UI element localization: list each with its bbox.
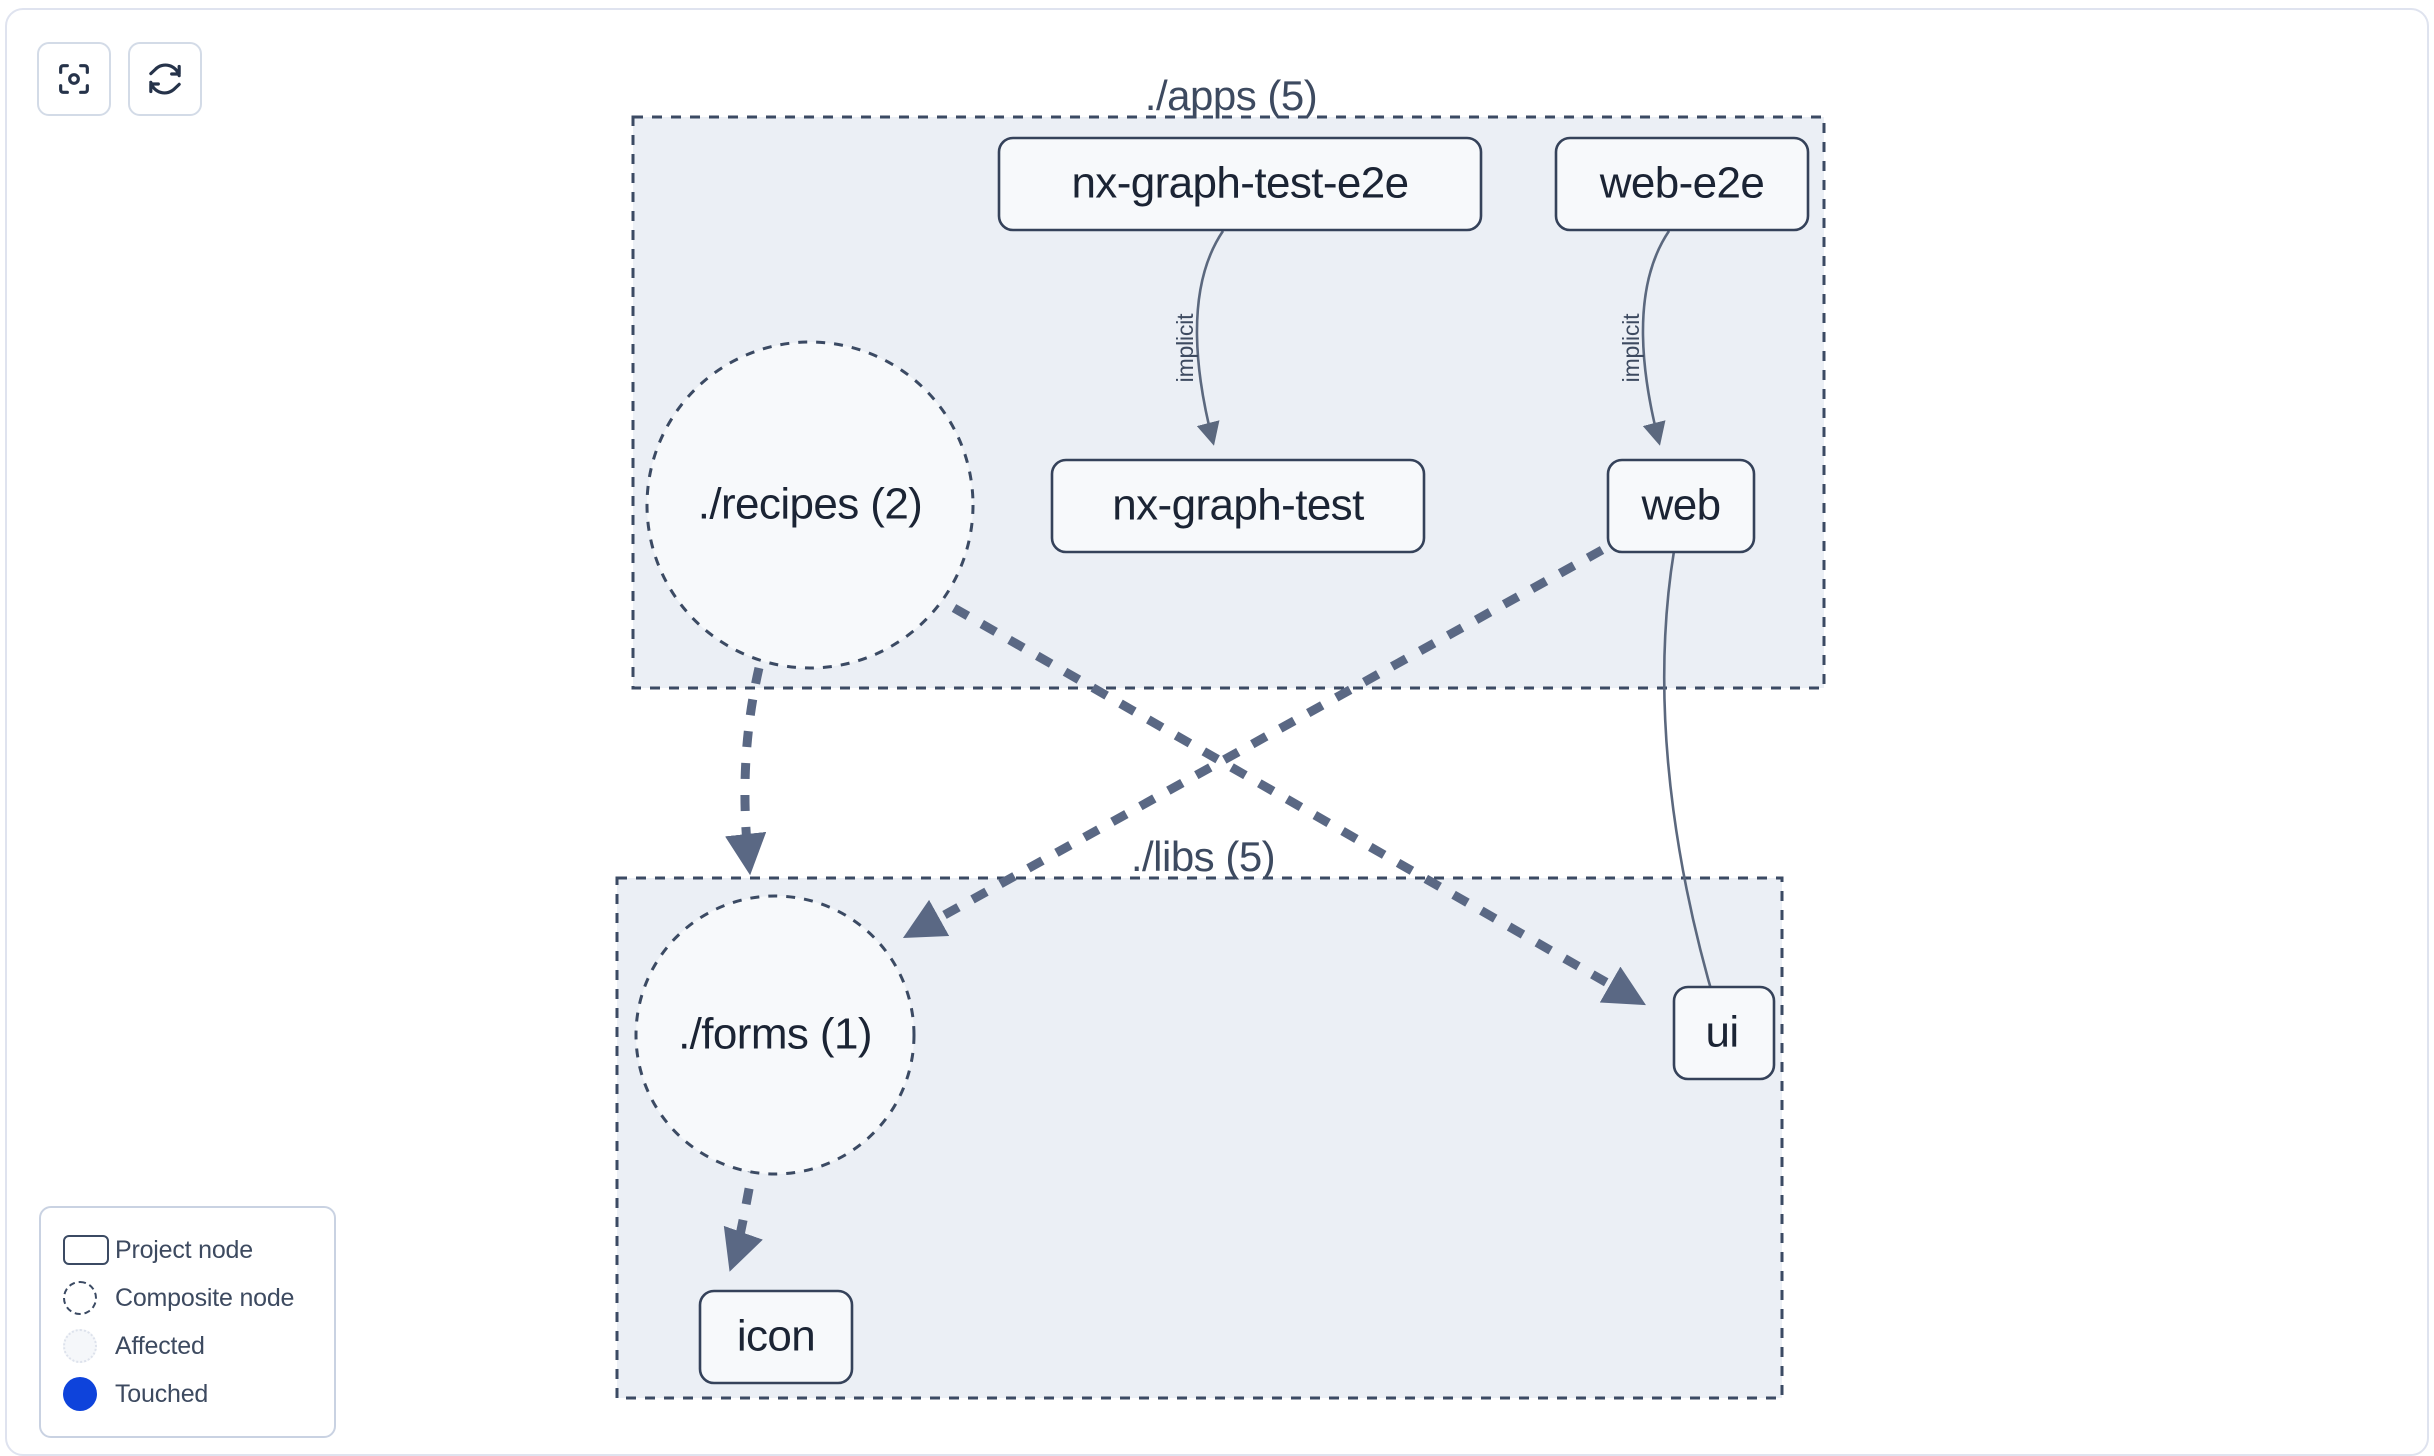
node-label: web-e2e	[1599, 159, 1765, 208]
group-libs-label: ./libs (5)	[1131, 833, 1275, 880]
refresh-icon	[145, 59, 185, 99]
refresh-graph-button[interactable]	[128, 42, 202, 116]
node-rect[interactable]	[1554, 136, 1810, 232]
edge-nx-graph-test-e2e-to-nx-graph-test[interactable]: implicit	[1172, 230, 1225, 446]
edge-path	[723, 1156, 763, 1272]
node-circle[interactable]	[645, 340, 975, 670]
legend-label: Affected	[115, 1331, 205, 1360]
node-label: ./recipes (2)	[698, 480, 923, 529]
viewfinder-icon	[54, 59, 94, 99]
legend-label: Project node	[115, 1235, 253, 1264]
node-rect[interactable]	[1606, 458, 1756, 554]
edge-path	[1662, 550, 1723, 1014]
node-rect[interactable]	[698, 1289, 854, 1385]
node-web[interactable]: web	[1606, 458, 1756, 554]
composite-node-swatch	[63, 1281, 115, 1315]
legend-item-composite-node: Composite node	[63, 1274, 314, 1322]
edge-path	[1195, 230, 1225, 446]
project-node-swatch	[63, 1235, 115, 1265]
edge-recipes-to-forms[interactable]	[725, 635, 772, 876]
node-circle[interactable]	[634, 894, 916, 1176]
node-forms-composite[interactable]: ./forms (1)	[634, 894, 916, 1176]
legend-item-project-node: Project node	[63, 1226, 314, 1274]
edge-label-implicit-2: implicit	[1618, 313, 1644, 382]
node-label: nx-graph-test-e2e	[1071, 159, 1408, 208]
graph-legend: Project node Composite node Affected Tou…	[39, 1206, 336, 1438]
node-ui[interactable]: ui	[1672, 985, 1776, 1081]
edge-path	[725, 635, 772, 876]
group-apps-label: ./apps (5)	[1145, 72, 1317, 119]
edge-label-implicit-1: implicit	[1172, 313, 1198, 382]
edge-web-e2e-to-web[interactable]: implicit	[1618, 230, 1671, 446]
node-label: ui	[1705, 1008, 1738, 1057]
focus-graph-button[interactable]	[37, 42, 111, 116]
legend-label: Composite node	[115, 1283, 295, 1312]
legend-item-affected: Affected	[63, 1322, 314, 1370]
legend-item-touched: Touched	[63, 1370, 314, 1418]
edge-path	[951, 604, 1646, 1006]
graph-toolbar	[37, 42, 202, 116]
node-label: ./forms (1)	[678, 1010, 872, 1059]
edge-path	[902, 546, 1605, 939]
legend-label: Touched	[115, 1379, 209, 1408]
node-label: icon	[737, 1312, 815, 1361]
edge-forms-to-icon[interactable]	[723, 1156, 763, 1272]
edge-web-to-ui[interactable]	[1662, 550, 1723, 1014]
node-nx-graph-test[interactable]: nx-graph-test	[1050, 458, 1426, 554]
touched-swatch	[63, 1377, 115, 1411]
node-nx-graph-test-e2e[interactable]: nx-graph-test-e2e	[997, 136, 1483, 232]
edge-recipes-to-ui[interactable]	[951, 604, 1646, 1006]
node-label: nx-graph-test	[1112, 481, 1364, 530]
edge-web-to-forms[interactable]	[902, 546, 1605, 939]
node-rect[interactable]	[997, 136, 1483, 232]
graph-canvas[interactable]: ./apps (5) ./libs (5) implicit implicit	[7, 10, 2429, 1454]
node-rect[interactable]	[1050, 458, 1426, 554]
node-label: web	[1641, 481, 1721, 530]
affected-swatch	[63, 1329, 115, 1363]
edge-path	[1641, 230, 1671, 446]
project-graph-app: ./apps (5) ./libs (5) implicit implicit	[5, 8, 2429, 1456]
node-rect[interactable]	[1672, 985, 1776, 1081]
node-recipes-composite[interactable]: ./recipes (2)	[645, 340, 975, 670]
node-icon[interactable]: icon	[698, 1289, 854, 1385]
node-web-e2e[interactable]: web-e2e	[1554, 136, 1810, 232]
